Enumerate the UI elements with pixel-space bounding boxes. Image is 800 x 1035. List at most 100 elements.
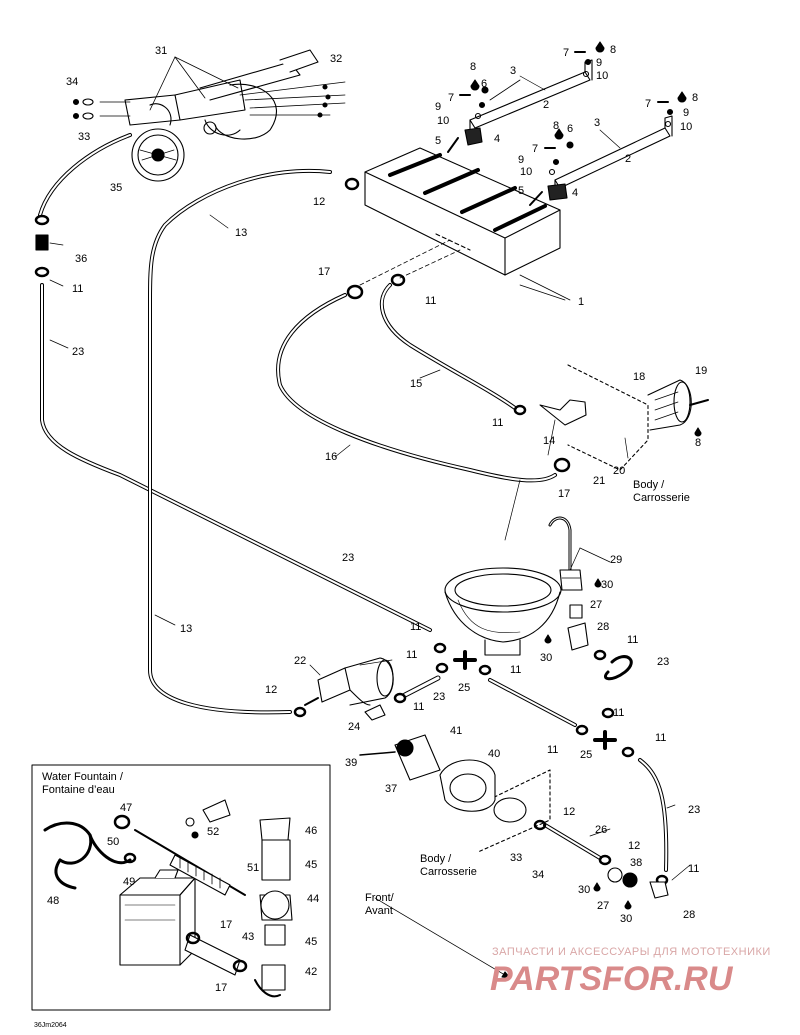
- part-label: 11: [655, 732, 666, 744]
- part-label: 18: [633, 371, 645, 383]
- part-label: 17: [558, 488, 570, 500]
- part-label: 30: [601, 579, 613, 591]
- part-label: 17: [220, 919, 232, 931]
- body-panel-upper: [567, 364, 709, 471]
- part-label: 5: [518, 185, 524, 197]
- part-label: 11: [72, 283, 83, 295]
- water-fountain-assembly: [43, 799, 293, 998]
- part-label: 34: [66, 76, 78, 88]
- part-label: 40: [488, 748, 500, 760]
- part-label: 2: [543, 99, 549, 111]
- part-label: 44: [307, 893, 319, 905]
- watermark-logo: PARTSFOR.RU: [490, 960, 734, 998]
- part-label: 28: [597, 621, 609, 633]
- part-label: 11: [510, 664, 521, 676]
- part-label: 23: [342, 552, 354, 564]
- part-label: 33: [510, 852, 522, 864]
- body-caption-lower: Body /: [420, 853, 452, 865]
- part-label: 46: [305, 825, 317, 837]
- body-caption-upper-fr: Carrosserie: [633, 492, 690, 504]
- hose-13: [148, 168, 332, 715]
- part-label: 52: [207, 826, 219, 838]
- part-label: 21: [593, 475, 605, 487]
- body-panel-lower: [359, 734, 551, 853]
- part-label: 28: [683, 909, 695, 921]
- part-label: 23: [72, 346, 84, 358]
- front-caption-fr: Avant: [365, 905, 393, 917]
- part-label: 19: [695, 365, 707, 377]
- part-label: 25: [458, 682, 470, 694]
- part-label: 24: [348, 721, 360, 733]
- part-label: 11: [413, 701, 424, 713]
- part-label: 23: [433, 691, 445, 703]
- inset-title-fr: Fontaine d’eau: [42, 784, 115, 796]
- inset-frame: [31, 764, 331, 1011]
- part-label: 34: [532, 869, 544, 881]
- part-label: 15: [410, 378, 422, 390]
- watermark: ЗАПЧАСТИ И АКСЕССУАРЫ ДЛЯ МОТОТЕХНИКИ PA…: [490, 946, 771, 998]
- part-label: 30: [578, 884, 590, 896]
- part-label: 11: [425, 295, 436, 307]
- hose-clamps: [34, 177, 669, 886]
- part-label: 30: [540, 652, 552, 664]
- clamp-lower: [547, 183, 568, 201]
- part-label: 8: [695, 437, 701, 449]
- captions: Body / Carrosserie Body / Carrosserie Fr…: [34, 479, 690, 1029]
- part-label: 14: [543, 435, 555, 447]
- bracket-hardware: [459, 41, 687, 176]
- hose-23-right: [638, 758, 669, 872]
- part-label: 42: [305, 966, 317, 978]
- hose-23-left: [40, 283, 432, 632]
- part-label: 11: [406, 649, 417, 661]
- part-label: 13: [180, 623, 192, 635]
- leader-lines: [49, 214, 691, 979]
- part-label: 36: [75, 253, 87, 265]
- hose-15: [379, 283, 517, 410]
- part-label: 43: [242, 931, 254, 943]
- part-label: 26: [595, 824, 607, 836]
- part-label: 27: [590, 599, 602, 611]
- part-label: 2: [625, 153, 631, 165]
- part-label: 35: [110, 182, 122, 194]
- part-label: 41: [450, 725, 462, 737]
- part-label: 8: [692, 92, 698, 104]
- part-label: 30: [620, 913, 632, 925]
- part-label: 10: [520, 166, 532, 178]
- part-label: 45: [305, 859, 317, 871]
- part-label: 12: [628, 840, 640, 852]
- watermark-tagline: ЗАПЧАСТИ И АКСЕССУАРЫ ДЛЯ МОТОТЕХНИКИ: [492, 946, 771, 958]
- part-label: 8: [553, 120, 559, 132]
- part-label: 29: [610, 554, 622, 566]
- part-label: 13: [235, 227, 247, 239]
- part-label: 1: [578, 296, 584, 308]
- part-label: 11: [547, 744, 558, 756]
- part-label: 9: [435, 101, 441, 113]
- part-label: 4: [494, 133, 500, 145]
- part-label: 6: [567, 123, 573, 135]
- part-label: 7: [448, 92, 454, 104]
- part-label: 7: [532, 143, 538, 155]
- part-label: 23: [657, 656, 669, 668]
- bracket-upper: [469, 59, 593, 139]
- part-label: 3: [510, 65, 516, 77]
- part-label: 33: [78, 131, 90, 143]
- clamp-upper: [464, 127, 483, 146]
- part-label: 50: [107, 836, 119, 848]
- part-label: 9: [683, 107, 689, 119]
- part-label: 11: [492, 417, 503, 429]
- part-label: 16: [325, 451, 337, 463]
- part-label: 23: [688, 804, 700, 816]
- part-label: 10: [437, 115, 449, 127]
- sink-bowl: [444, 567, 562, 656]
- part-label: 27: [597, 900, 609, 912]
- part-label: 11: [627, 634, 638, 646]
- part-label: 8: [610, 44, 616, 56]
- part-label: 5: [435, 135, 441, 147]
- part-label: 38: [630, 857, 642, 869]
- part-label: 9: [518, 154, 524, 166]
- part-label: 8: [470, 61, 476, 73]
- part-label: 10: [680, 121, 692, 133]
- body-caption-upper: Body /: [633, 479, 665, 491]
- part-label: 17: [318, 266, 330, 278]
